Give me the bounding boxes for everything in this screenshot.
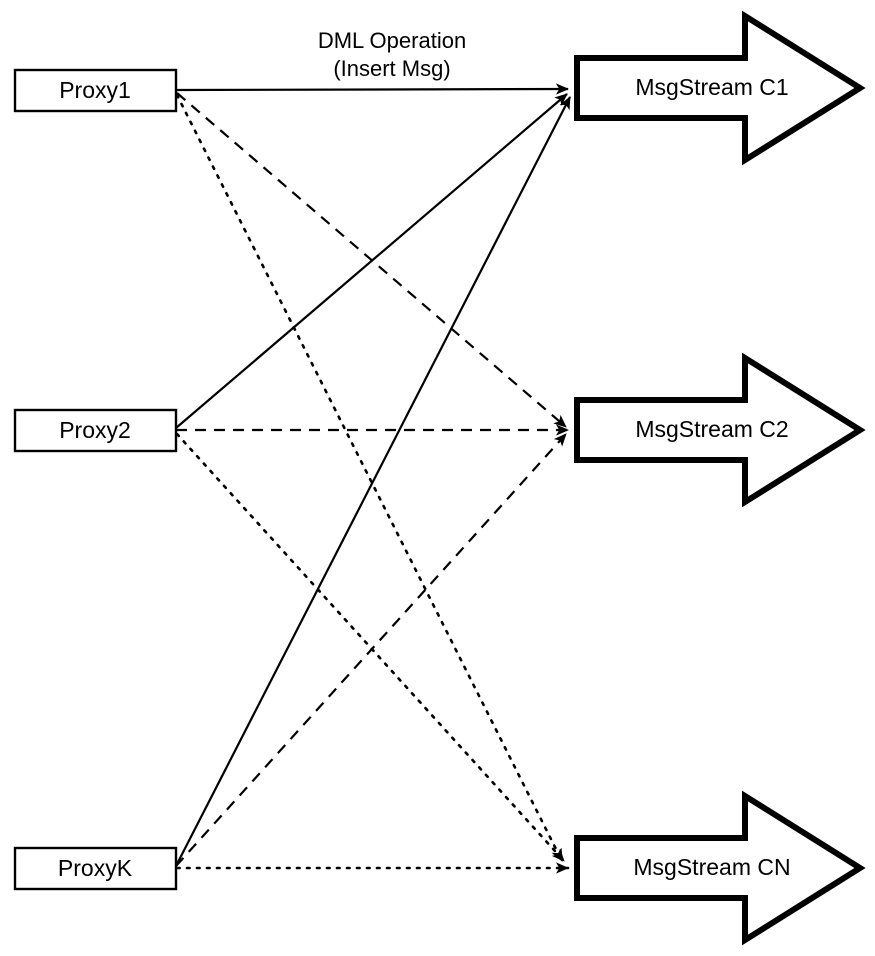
connector-proxy2-stream-c1	[175, 93, 568, 429]
connector-proxyk-stream-c2	[175, 433, 567, 867]
connector-proxy1-stream-cn	[175, 93, 564, 863]
connector-group	[175, 83, 571, 874]
proxy-node-proxyk[interactable]: ProxyK	[13, 846, 178, 891]
stream-node-stream-cn[interactable]: MsgStream CN	[574, 790, 866, 946]
stream-node-stream-c1[interactable]: MsgStream C1	[574, 10, 866, 166]
stream-label: MsgStream C2	[635, 416, 788, 442]
proxy-label: Proxy2	[59, 417, 131, 443]
block-arrow-icon[interactable]	[574, 352, 866, 508]
proxy-label: Proxy1	[59, 77, 131, 103]
connector-proxyk-stream-c1	[175, 96, 571, 867]
edge-label-line1: DML Operation	[318, 28, 466, 53]
block-arrow-icon[interactable]	[574, 10, 866, 166]
proxy-box-rect[interactable]	[13, 408, 178, 453]
connector-proxy2-stream-cn	[175, 432, 566, 863]
stream-label: MsgStream CN	[633, 854, 790, 880]
connector-proxy1-stream-c1	[175, 83, 569, 95]
proxy-box-rect[interactable]	[13, 846, 178, 891]
proxy-node-proxy1[interactable]: Proxy1	[13, 68, 178, 113]
stream-node-stream-c2[interactable]: MsgStream C2	[574, 352, 866, 508]
block-arrow-icon[interactable]	[574, 790, 866, 946]
proxy-box-rect[interactable]	[13, 68, 178, 113]
proxy-label: ProxyK	[58, 855, 133, 881]
proxy-node-proxy2[interactable]: Proxy2	[13, 408, 178, 453]
edge-label-dml-operation: DML Operation (Insert Msg)	[318, 28, 466, 81]
stream-label: MsgStream C1	[635, 74, 788, 100]
edge-label-line2: (Insert Msg)	[333, 56, 450, 81]
